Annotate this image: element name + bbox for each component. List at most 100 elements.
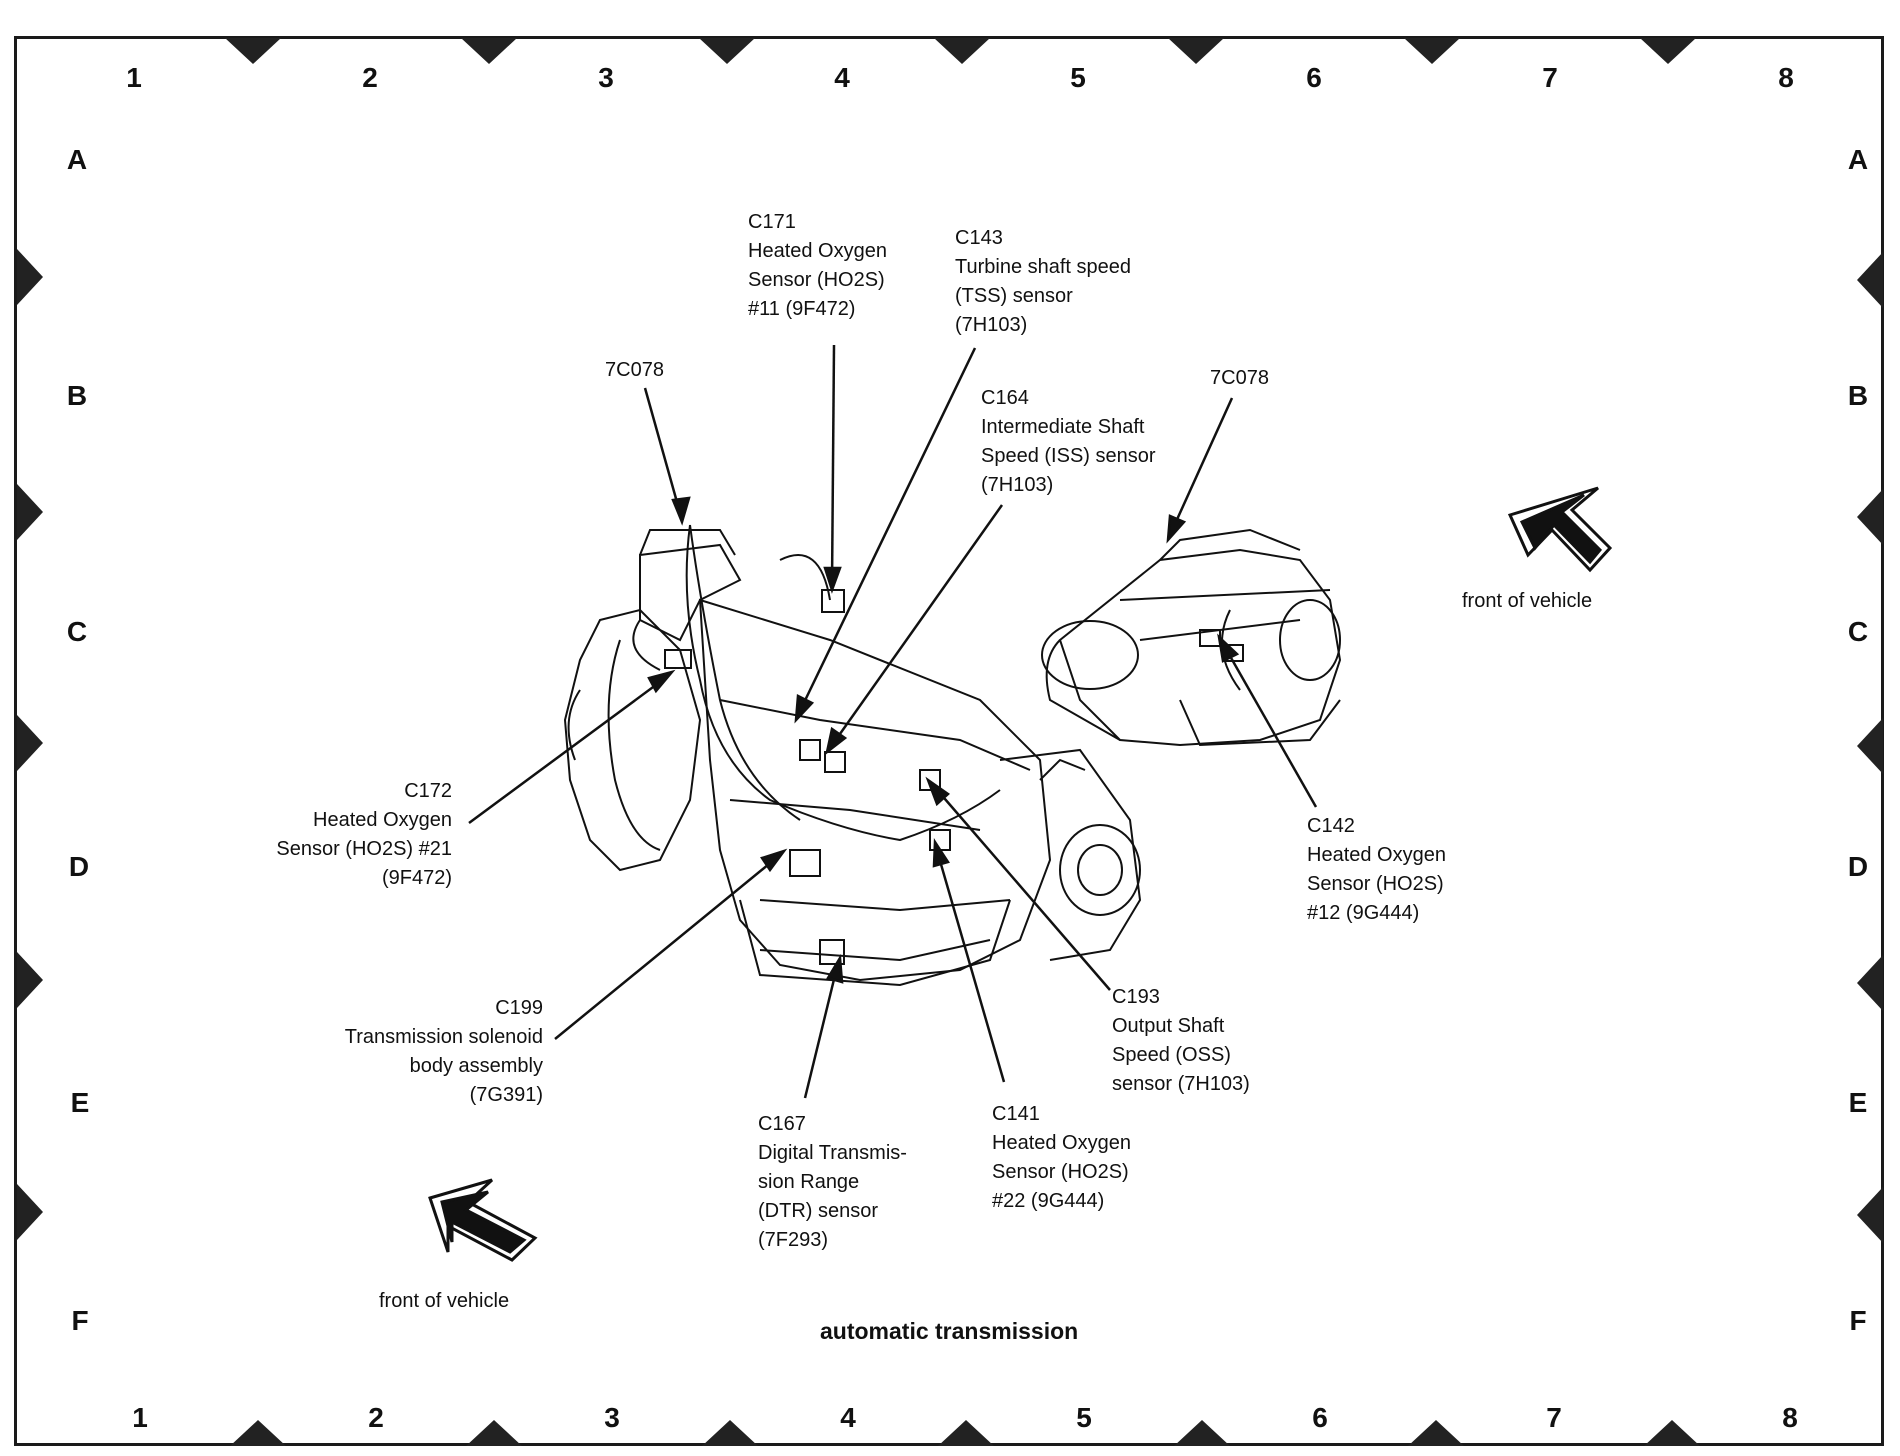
grid-column-label: 8 [1778, 62, 1794, 93]
grid-tick-right [1857, 489, 1883, 545]
callout-line: C167 [758, 1113, 806, 1135]
callout-line: C172 [404, 780, 452, 802]
callout-line: C164 [981, 387, 1029, 409]
callout-line: (7H103) [955, 314, 1028, 336]
callout-c199: C199 Transmission solenoid body assembly… [345, 994, 543, 1110]
grid-column-label: 5 [1070, 62, 1086, 93]
callout-line: (9F472) [381, 867, 452, 889]
callout-line: #22 (9G444) [992, 1190, 1105, 1212]
grid-tick-bottom [1644, 1420, 1700, 1446]
callout-line: C193 [1112, 986, 1160, 1008]
grid-tick-top [225, 38, 281, 64]
grid-row-label: B [1847, 380, 1869, 411]
grid-row-label: E [1848, 1087, 1868, 1118]
grid-column-label: 4 [834, 62, 850, 93]
grid-tick-top [461, 38, 517, 64]
callout-line: Sensor (HO2S) #21 [276, 838, 452, 860]
front-of-vehicle-label-right: front of vehicle [1462, 590, 1593, 612]
grid-tick-right [1857, 718, 1883, 774]
callout-line: body assembly [409, 1055, 543, 1077]
callout-line: C143 [955, 227, 1003, 249]
callout-line: 7C078 [605, 359, 664, 381]
grid-row-label: B [66, 380, 88, 411]
callout-line: Sensor (HO2S) [992, 1161, 1129, 1183]
grid-tick-top [1640, 38, 1696, 64]
callout-line: Heated Oxygen [992, 1132, 1131, 1154]
grid-tick-bottom [1408, 1420, 1464, 1446]
grid-row-label: A [1847, 144, 1869, 175]
callout-c143: C143 Turbine shaft speed (TSS) sensor (7… [955, 224, 1131, 340]
grid-tick-left [17, 715, 43, 771]
grid-tick-right [1857, 1187, 1883, 1243]
diagram-frame [14, 36, 1884, 1446]
grid-tick-bottom [938, 1420, 994, 1446]
grid-row-label: D [1847, 851, 1869, 882]
callout-c141: C141 Heated Oxygen Sensor (HO2S) #22 (9G… [992, 1100, 1131, 1216]
grid-tick-bottom [702, 1420, 758, 1446]
callout-line: #12 (9G444) [1307, 902, 1420, 924]
grid-tick-right [1857, 955, 1883, 1011]
callout-line: C199 [495, 997, 543, 1019]
callout-line: (7H103) [981, 474, 1054, 496]
grid-column-label: 6 [1306, 62, 1322, 93]
grid-row-label: A [66, 144, 88, 175]
callout-line: Heated Oxygen [1307, 844, 1446, 866]
grid-column-label: 4 [840, 1402, 856, 1433]
grid-tick-top [1168, 38, 1224, 64]
grid-tick-left [17, 952, 43, 1008]
grid-row-label: F [1849, 1305, 1867, 1336]
grid-column-label: 3 [598, 62, 614, 93]
grid-column-label: 3 [604, 1402, 620, 1433]
callout-line: 7C078 [1210, 367, 1269, 389]
callout-7c078-right: 7C078 [1210, 364, 1269, 393]
callout-line: Heated Oxygen [748, 240, 887, 262]
callout-line: Digital Transmis- [758, 1142, 907, 1164]
grid-column-label: 2 [362, 62, 378, 93]
grid-tick-top [699, 38, 755, 64]
callout-line: Heated Oxygen [313, 809, 452, 831]
secondary-transmission-drawing [1041, 528, 1342, 747]
grid-column-label: 2 [368, 1402, 384, 1433]
grid-column-label: 1 [126, 62, 142, 93]
grid-column-label: 8 [1782, 1402, 1798, 1433]
grid-tick-left [17, 1184, 43, 1240]
grid-column-label: 7 [1546, 1402, 1562, 1433]
grid-tick-left [17, 249, 43, 305]
grid-column-label: 1 [132, 1402, 148, 1433]
callout-line: C141 [992, 1103, 1040, 1125]
callout-c193: C193 Output Shaft Speed (OSS) sensor (7H… [1112, 983, 1250, 1099]
callout-line: Speed (ISS) sensor [981, 445, 1156, 467]
callout-line: #11 (9F472) [748, 298, 856, 320]
callout-line: (TSS) sensor [955, 285, 1073, 307]
callout-7c078-left: 7C078 [605, 356, 664, 385]
grid-row-label: F [71, 1305, 89, 1336]
grid-column-label: 7 [1542, 62, 1558, 93]
front-arrow-left [428, 1178, 538, 1262]
grid-row-label: D [68, 851, 90, 882]
grid-column-label: 5 [1076, 1402, 1092, 1433]
front-arrow-right [1507, 486, 1613, 573]
grid-tick-right [1857, 252, 1883, 308]
callout-line: Sensor (HO2S) [1307, 873, 1444, 895]
callout-c142: C142 Heated Oxygen Sensor (HO2S) #12 (9G… [1307, 812, 1446, 928]
grid-tick-bottom [1174, 1420, 1230, 1446]
callout-line: C171 [748, 211, 796, 233]
callout-c167: C167 Digital Transmis- sion Range (DTR) … [758, 1110, 907, 1255]
grid-row-label: E [70, 1087, 90, 1118]
callout-line: (7G391) [469, 1084, 543, 1106]
grid-tick-bottom [230, 1420, 286, 1446]
grid-tick-top [934, 38, 990, 64]
callout-line: Intermediate Shaft [981, 416, 1145, 438]
callout-line: Sensor (HO2S) [748, 269, 885, 291]
callout-line: Speed (OSS) [1112, 1044, 1231, 1066]
grid-column-label: 6 [1312, 1402, 1328, 1433]
callout-line: sensor (7H103) [1112, 1073, 1250, 1095]
callout-line: (DTR) sensor [758, 1200, 879, 1222]
callout-line: sion Range [758, 1171, 860, 1193]
grid-tick-left [17, 484, 43, 540]
callout-line: Turbine shaft speed [955, 256, 1132, 278]
callout-line: C142 [1307, 815, 1355, 837]
figure-caption: automatic transmission [820, 1318, 1079, 1344]
main-transmission-drawing [563, 524, 1142, 987]
